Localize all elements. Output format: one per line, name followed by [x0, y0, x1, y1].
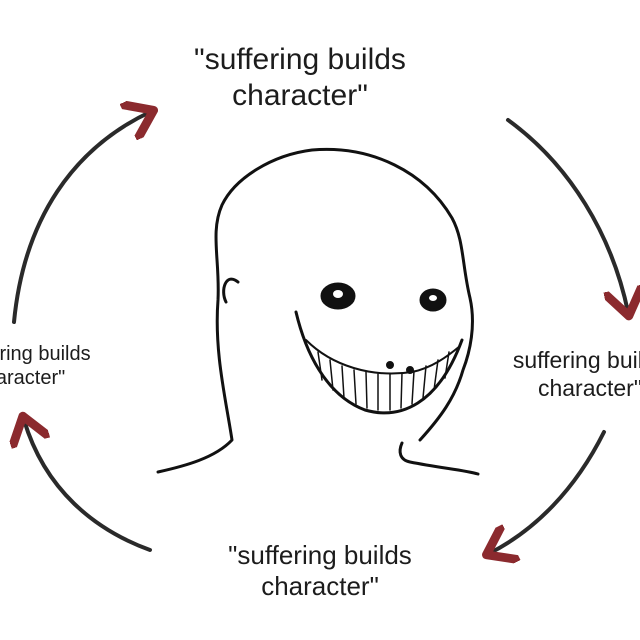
caption-left-line2: character": [0, 367, 66, 389]
caption-left-line1: "suffering builds: [0, 343, 91, 365]
cycle-arrow-icon: [24, 420, 152, 552]
caption-left: "suffering builds character": [0, 342, 140, 390]
caption-bottom: "suffering builds character": [170, 540, 470, 602]
caption-right: suffering builds character": [470, 347, 640, 402]
caption-bottom-line1: "suffering builds: [228, 540, 412, 570]
cycle-arrow-icon: [506, 118, 628, 312]
cycle-arrows: [14, 112, 628, 553]
caption-top: "suffering builds character": [150, 42, 450, 114]
cycle-arrow-icon: [12, 112, 150, 324]
caption-right-line2: character": [537, 374, 640, 401]
wojak-face-icon: [156, 147, 480, 476]
cycle-arrow-icon: [490, 430, 606, 553]
caption-top-line2: character": [232, 79, 368, 112]
caption-right-line1: suffering builds: [512, 347, 640, 373]
caption-bottom-line2: character": [261, 571, 379, 602]
caption-top-line1: "suffering builds: [194, 43, 406, 76]
